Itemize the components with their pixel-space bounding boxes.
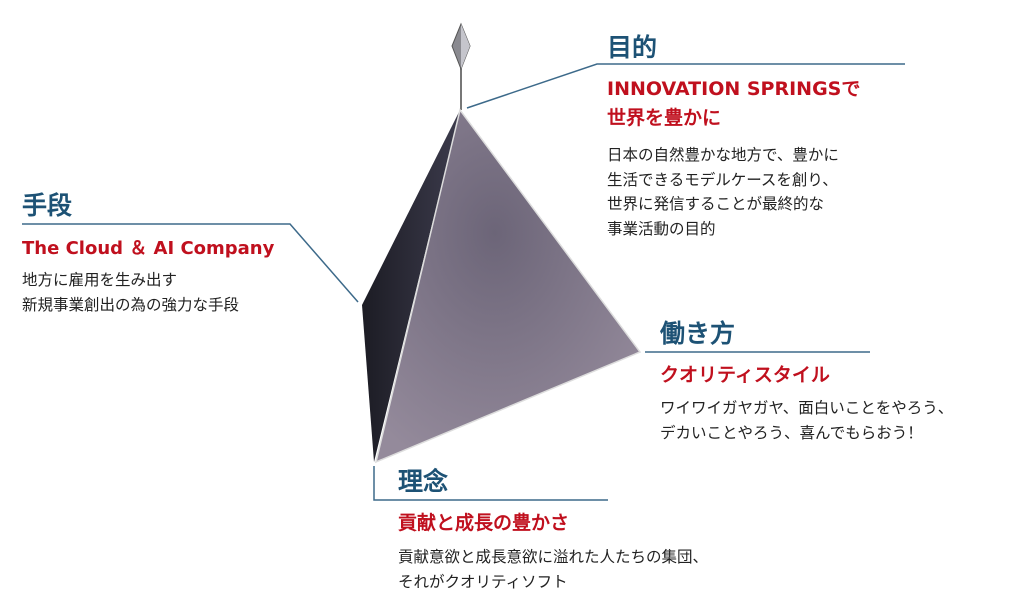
purpose-body-line: 事業活動の目的 (607, 219, 716, 238)
purpose-title: 目的 (607, 33, 658, 62)
means-body-line: 新規事業創出の為の強力な手段 (22, 295, 240, 314)
workstyle-title: 働き方 (660, 319, 736, 348)
philosophy-title: 理念 (398, 467, 449, 496)
philosophy-body-line: 貢献意欲と成長意欲に溢れた人たちの集団、 (398, 548, 709, 566)
workstyle-body-line: ワイワイガヤガヤ、面白いことをやろう、 (660, 399, 954, 417)
purpose-subtitle-1: INNOVATION SPRINGSで (607, 78, 861, 100)
workstyle-body: ワイワイガヤガヤ、面白いことをやろう、 デカいことやろう、喜んでもらおう！ (660, 396, 953, 445)
means-subtitle: The Cloud ＆ AI Company (22, 238, 275, 259)
pyramid-spire (451, 22, 471, 110)
pyramid-front-face (374, 108, 642, 464)
means-body-line: 地方に雇用を生み出す (22, 271, 178, 289)
workstyle-body-line: デカいことやろう、喜んでもらおう！ (660, 423, 923, 442)
purpose-body-line: 生活できるモデルケースを創り、 (607, 170, 838, 189)
philosophy-subtitle: 貢献と成長の豊かさ (398, 512, 570, 534)
pyramid-left-face (362, 110, 460, 462)
leader-lines (22, 63, 905, 501)
purpose-body-line: 世界に発信することが最終的な (607, 195, 825, 213)
purpose-body-line: 日本の自然豊かな地方で、豊かに (607, 146, 839, 164)
workstyle-subtitle: クオリティスタイル (660, 364, 830, 386)
means-body: 地方に雇用を生み出す 新規事業創出の為の強力な手段 (22, 268, 239, 317)
purpose-body: 日本の自然豊かな地方で、豊かに 生活できるモデルケースを創り、 世界に発信するこ… (607, 143, 839, 241)
philosophy-body: 貢献意欲と成長意欲に溢れた人たちの集団、 それがクオリティソフト (398, 545, 708, 594)
purpose-subtitle-2: 世界を豊かに (607, 107, 722, 129)
philosophy-body-line: それがクオリティソフト (398, 572, 568, 591)
means-title: 手段 (22, 191, 73, 220)
